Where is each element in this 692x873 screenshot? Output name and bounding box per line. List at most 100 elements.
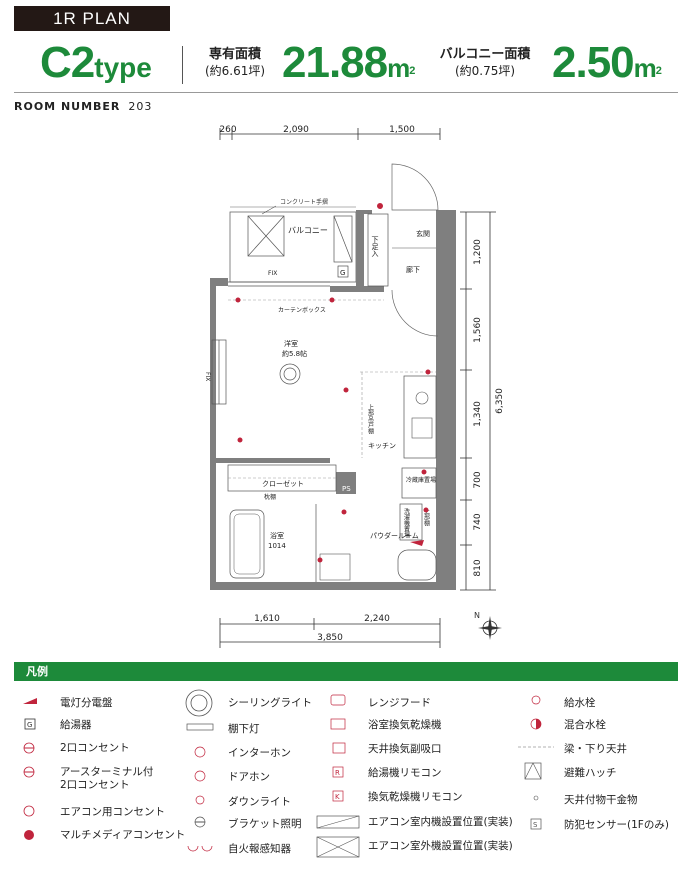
toilet: [397, 549, 437, 581]
legend-item-5: エアコン用コンセント: [60, 806, 165, 818]
ceiling-light: [279, 363, 301, 385]
balcony-window: [228, 281, 330, 287]
left-window: [211, 339, 227, 405]
exclusive-area-value: 21.88m2: [282, 38, 415, 93]
g-box-label: G: [340, 269, 345, 277]
fix-top-label: FIX: [268, 270, 277, 277]
water-heater-icon: G: [24, 718, 36, 730]
closet-label: クローゼット: [262, 479, 304, 488]
dim-right-1: 1,200: [473, 239, 483, 265]
legend-item-4-text: アースターミナル付 2口コンセント: [60, 766, 154, 791]
dim-bottom-total: 3,850: [317, 633, 343, 643]
exclusive-area-number: 21.88: [282, 38, 388, 87]
earth-outlet-icon: [23, 766, 35, 778]
ac-outdoor-unit: [247, 215, 285, 257]
legend-item-26: 防犯センサー(1Fのみ): [564, 819, 669, 831]
svg-text:R: R: [335, 769, 340, 777]
doorphone-icon: [194, 770, 206, 782]
ceiling-light-icon: [185, 689, 213, 717]
shelf-label: 枕棚: [264, 493, 276, 501]
room-number-value: 203: [128, 100, 153, 113]
legend-item-10: ドアホン: [228, 771, 270, 783]
entrance-door: [391, 163, 439, 211]
unit-type-main: C2: [40, 38, 95, 87]
equipment-markers: [235, 203, 431, 563]
balcony-area-tsubo: (約0.75坪): [454, 64, 516, 78]
balcony-area-value: 2.50m2: [552, 38, 662, 93]
svg-text:N: N: [474, 611, 480, 620]
security-sensor-icon: S: [530, 818, 542, 830]
dim-bottom-1: 1,610: [254, 614, 280, 624]
legend-item-22: 混合水栓: [564, 719, 606, 731]
hallway-label: 廊下: [406, 265, 420, 274]
ps-label: PS: [342, 485, 351, 493]
legend-item-14: レンジフード: [368, 697, 431, 709]
dim-right-2: 1,560: [473, 317, 483, 343]
dim-right-4: 700: [473, 471, 483, 488]
legend-item-9: インターホン: [228, 747, 291, 759]
dryer-remote-icon: K: [332, 790, 344, 802]
right-dimensions: [460, 211, 496, 591]
mixing-faucet-icon: [530, 718, 542, 730]
legend-item-23: 梁・下り天井: [564, 743, 627, 755]
under-shelf-light-icon: [186, 723, 214, 731]
balcony-area-number: 2.50: [552, 38, 635, 87]
top-dimensions: [219, 128, 441, 140]
intercom-icon: [194, 746, 206, 758]
dim-top-3: 1,500: [389, 125, 415, 135]
legend-item-4: アースターミナル付 2口コンセント: [60, 766, 153, 792]
exclusive-area-tsubo: (約6.61坪): [204, 64, 266, 78]
legend-item-7: シーリングライト: [228, 697, 312, 709]
legend-item-3: 2口コンセント: [60, 742, 130, 754]
downlight-icon: [195, 795, 205, 805]
legend-item-16: 天井換気副吸口: [368, 743, 442, 755]
beam-line-icon: [518, 746, 554, 748]
balcony-area-title: バルコニー面積: [439, 47, 531, 62]
legend-item-25: 天井付物干金物: [564, 794, 638, 806]
ceiling-vent-icon: [332, 742, 346, 754]
balcony-area-label: バルコニー面積 (約0.75坪): [430, 46, 540, 80]
exclusive-area-unit: m: [387, 53, 410, 83]
curtain-box-label: カーテンボックス: [278, 306, 326, 314]
heater-remote-icon: R: [332, 766, 344, 778]
legend-item-18: 換気乾燥機リモコン: [368, 791, 463, 803]
balcony-area-unit: m: [633, 53, 657, 83]
legend-item-21: 給水栓: [564, 697, 596, 709]
double-outlet-icon: [23, 742, 35, 754]
dim-right-6: 810: [473, 559, 483, 576]
fix-left-label: FIX: [204, 372, 211, 381]
legend-title: 凡例: [14, 662, 678, 681]
bath-size-label: 1014: [268, 542, 286, 550]
dim-right-5: 740: [473, 513, 483, 530]
unit-type-suffix: type: [94, 52, 152, 83]
svg-text:G: G: [27, 721, 32, 729]
svg-text:S: S: [533, 821, 538, 829]
svg-text:K: K: [335, 793, 340, 801]
fire-detector-icon: [187, 845, 213, 852]
exclusive-area-title: 専有面積: [208, 47, 261, 62]
header-divider: [182, 46, 183, 84]
bracket-light-icon: [194, 816, 206, 828]
legend-item-11: ダウンライト: [228, 796, 291, 808]
legend-item-20: エアコン室外機設置位置(実装): [368, 840, 513, 852]
header-rule: [14, 92, 678, 93]
unit-type: C2type: [40, 38, 152, 93]
dim-top-2: 2,090: [283, 125, 309, 135]
clothes-hanger-icon: [533, 795, 539, 801]
balcony-outline: [229, 211, 357, 283]
concrete-rail-label: コンクリート手摺: [280, 198, 328, 206]
panel-board-icon: [23, 698, 37, 704]
exclusive-area-label: 専有面積 (約6.61坪): [196, 46, 274, 80]
bathtub: [229, 509, 265, 579]
multimedia-outlet-icon: [24, 830, 34, 840]
ac-indoor-icon: [316, 815, 360, 829]
exclusive-area-unit-sup: 2: [409, 65, 415, 77]
legend-item-8: 棚下灯: [228, 723, 260, 735]
legend-item-19: エアコン室内機設置位置(実装): [368, 816, 513, 828]
kitchen-label: キッチン: [368, 442, 396, 450]
upper-cabinet-label: 上部棚: [423, 507, 430, 527]
shoebox-label: 下足入: [371, 236, 379, 257]
legend-item-17: 給湯機リモコン: [368, 767, 442, 779]
plan-tag: 1R PLAN: [14, 6, 170, 31]
legend-item-6: マルチメディアコンセント: [60, 829, 186, 841]
